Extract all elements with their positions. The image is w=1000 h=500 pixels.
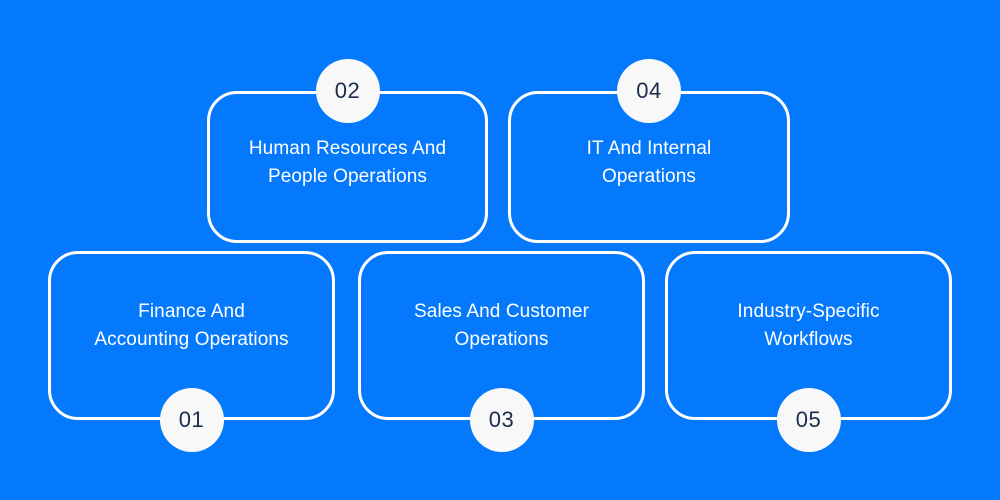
step-number-badge-05[interactable]: 05 (776, 388, 841, 452)
category-card-label: Human Resources And People Operations (248, 138, 447, 187)
step-number-badge-02[interactable]: 02 (315, 59, 380, 123)
step-number-badge-03[interactable]: 03 (469, 388, 534, 452)
category-card-label: Finance And Accounting Operations (94, 300, 289, 350)
category-card-label: Sales And Customer Operations (414, 300, 589, 350)
category-card-label: Industry-Specific Workflows (737, 300, 880, 350)
category-card-label: IT And Internal Operations (586, 138, 712, 187)
step-number-badge-01[interactable]: 01 (159, 388, 224, 452)
category-card-02[interactable]: Human Resources And People Operations (207, 91, 488, 243)
step-number-badge-04[interactable]: 04 (617, 59, 681, 123)
